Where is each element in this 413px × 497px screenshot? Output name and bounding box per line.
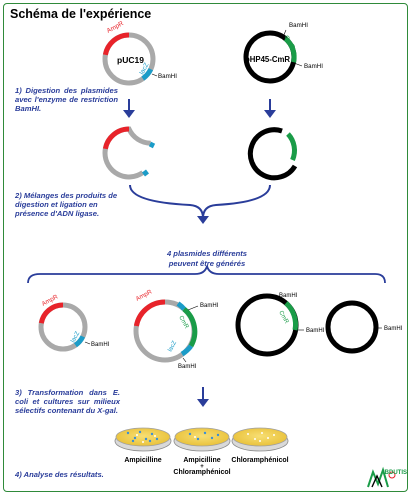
result-plasmid-2: AmpR CmR lacZ BamHI BamHI: [133, 288, 219, 370]
bracket: [27, 265, 386, 284]
bamhi-label: BamHI: [158, 73, 177, 80]
puc19-plasmid: pUC19 AmpR lacZ BamHI: [102, 20, 177, 86]
arrow-down: [197, 387, 209, 407]
bamhi-label: BamHI: [384, 326, 403, 332]
ampr-label: AmpR: [135, 288, 154, 303]
cmr-label: CmR: [277, 310, 289, 325]
ampr-label: AmpR: [106, 20, 126, 35]
php45-label: pHP45-CmR: [245, 55, 290, 64]
logo-text: IBDUTIS: [383, 470, 407, 476]
plate-2-plus: +: [200, 464, 204, 470]
result-plasmid-4: BamHI: [325, 300, 403, 354]
bamhi-label: BamHI: [178, 364, 197, 370]
lacz-label: lacZ: [167, 340, 178, 353]
arrow-down: [264, 99, 276, 118]
cmr-segment: [283, 36, 297, 63]
petri-plate-ampicillin: Ampicilline: [114, 427, 172, 464]
bamhi-label: BamHI: [200, 303, 219, 309]
ampr-segment: [102, 126, 130, 150]
logo: IBDUTIS: [367, 466, 407, 488]
merge-arrows: [129, 184, 271, 224]
plate-2-label-line1: Ampicilline: [183, 457, 220, 464]
petri-plate-chloram: Chloramphénicol: [231, 427, 289, 464]
ampr-segment: [102, 32, 130, 56]
diagram-frame: [3, 3, 408, 492]
step-3-text: 3) Transformation dans E. coli et cultur…: [15, 388, 120, 415]
bamhi-label: BamHI: [91, 342, 110, 348]
puc19-linear: [102, 126, 156, 180]
puc19-label: pUC19: [117, 55, 144, 65]
result-plasmid-3: CmR BamHI BamHI: [235, 293, 325, 357]
bamhi-label: BamHI: [304, 63, 323, 70]
plate-3-label: Chloramphénicol: [231, 457, 288, 464]
petri-plate-amp-chloram: Ampicilline + Chloramphénicol: [173, 427, 231, 476]
step-4-text: 4) Analyse des résultats.: [15, 470, 104, 479]
cmr-segment: [286, 132, 297, 161]
lacz-label: lacZ: [139, 62, 151, 76]
bamhi-label: BamHI: [289, 22, 308, 29]
arrow-down: [123, 99, 135, 118]
step-1-text: 1) Digestion des plasmides avec l'enzyme…: [15, 86, 118, 113]
php45-plasmid: pHP45-CmR CmR BamHI BamHI: [243, 22, 323, 84]
page-title: Schéma de l'expérience: [10, 7, 152, 21]
plate-1-label: Ampicilline: [124, 457, 161, 464]
step-2-text: 2) Mélanges des produits de digestion et…: [15, 191, 118, 218]
result-plasmid-1: AmpR lacZ BamHI: [38, 293, 110, 352]
php45-linear: [247, 127, 298, 181]
bamhi-label: BamHI: [306, 328, 325, 334]
lacz-segment: [141, 67, 154, 81]
lacz-segment: [148, 141, 156, 149]
bamhi-label: BamHI: [279, 293, 298, 299]
four-plasmids-note: 4 plasmides différents peuvent être géné…: [166, 249, 248, 268]
plate-2-label-line2: Chloramphénicol: [173, 469, 230, 476]
lacz-label: lacZ: [70, 330, 82, 344]
lacz-segment: [142, 169, 149, 177]
